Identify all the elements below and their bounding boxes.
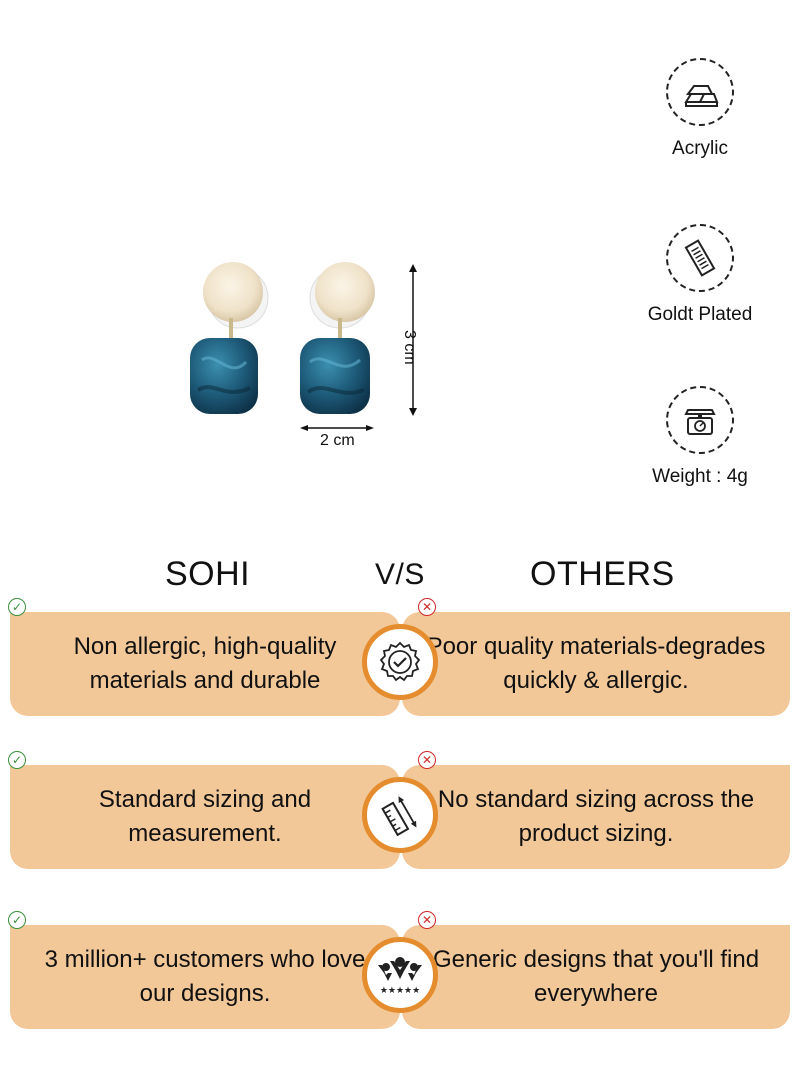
check-icon: ✓ bbox=[8, 598, 26, 616]
sohi-text: Standard sizing and measurement. bbox=[98, 786, 312, 847]
weighing-scale-icon bbox=[666, 386, 734, 454]
gold-bar-icon bbox=[666, 58, 734, 126]
customers-icon: ★★★★★ bbox=[362, 937, 438, 1013]
feature-label: Weight : 4g bbox=[652, 466, 748, 487]
feature-list: Acrylic Goldt Plated bbox=[600, 0, 800, 520]
feature-plating: Goldt Plated bbox=[600, 224, 800, 326]
others-text: Generic designs that you'll find everywh… bbox=[432, 946, 760, 1007]
width-dimension-label: 2 cm bbox=[320, 432, 355, 449]
feature-label: Acrylic bbox=[672, 138, 728, 159]
cross-icon: ✕ bbox=[418, 751, 436, 769]
svg-text:★★★★★: ★★★★★ bbox=[380, 986, 420, 996]
others-card: No standard sizing across the product si… bbox=[402, 765, 790, 869]
plating-bar-icon bbox=[666, 224, 734, 292]
cross-icon: ✕ bbox=[418, 598, 436, 616]
feature-weight: Weight : 4g bbox=[600, 386, 800, 488]
height-dimension-label: 3 cm bbox=[401, 330, 418, 365]
cross-icon: ✕ bbox=[418, 911, 436, 929]
check-icon: ✓ bbox=[8, 911, 26, 929]
others-card: Poor quality materials-degrades quickly … bbox=[402, 612, 790, 716]
others-text: No standard sizing across the product si… bbox=[437, 786, 755, 847]
others-heading: OTHERS bbox=[530, 555, 675, 593]
feature-label: Goldt Plated bbox=[647, 304, 753, 325]
others-text: Poor quality materials-degrades quickly … bbox=[426, 633, 766, 694]
versus-heading: V/S bbox=[375, 558, 425, 591]
comparison-row: 3 million+ customers who love our design… bbox=[0, 911, 800, 1031]
left-earring bbox=[190, 262, 269, 414]
ruler-icon bbox=[362, 777, 438, 853]
comparison-row: Standard sizing and measurement. No stan… bbox=[0, 751, 800, 871]
earrings-image bbox=[180, 250, 460, 470]
right-earring bbox=[300, 262, 375, 414]
sohi-text: 3 million+ customers who love our design… bbox=[44, 946, 366, 1007]
sohi-card: Non allergic, high-quality materials and… bbox=[10, 612, 400, 716]
sohi-card: 3 million+ customers who love our design… bbox=[10, 925, 400, 1029]
feature-material: Acrylic bbox=[600, 58, 800, 160]
sohi-text: Non allergic, high-quality materials and… bbox=[73, 633, 337, 694]
check-icon: ✓ bbox=[8, 751, 26, 769]
comparison-row: Non allergic, high-quality materials and… bbox=[0, 598, 800, 718]
sohi-card: Standard sizing and measurement. bbox=[10, 765, 400, 869]
sohi-heading: SOHI bbox=[165, 555, 251, 593]
others-card: Generic designs that you'll find everywh… bbox=[402, 925, 790, 1029]
quality-seal-icon bbox=[362, 624, 438, 700]
